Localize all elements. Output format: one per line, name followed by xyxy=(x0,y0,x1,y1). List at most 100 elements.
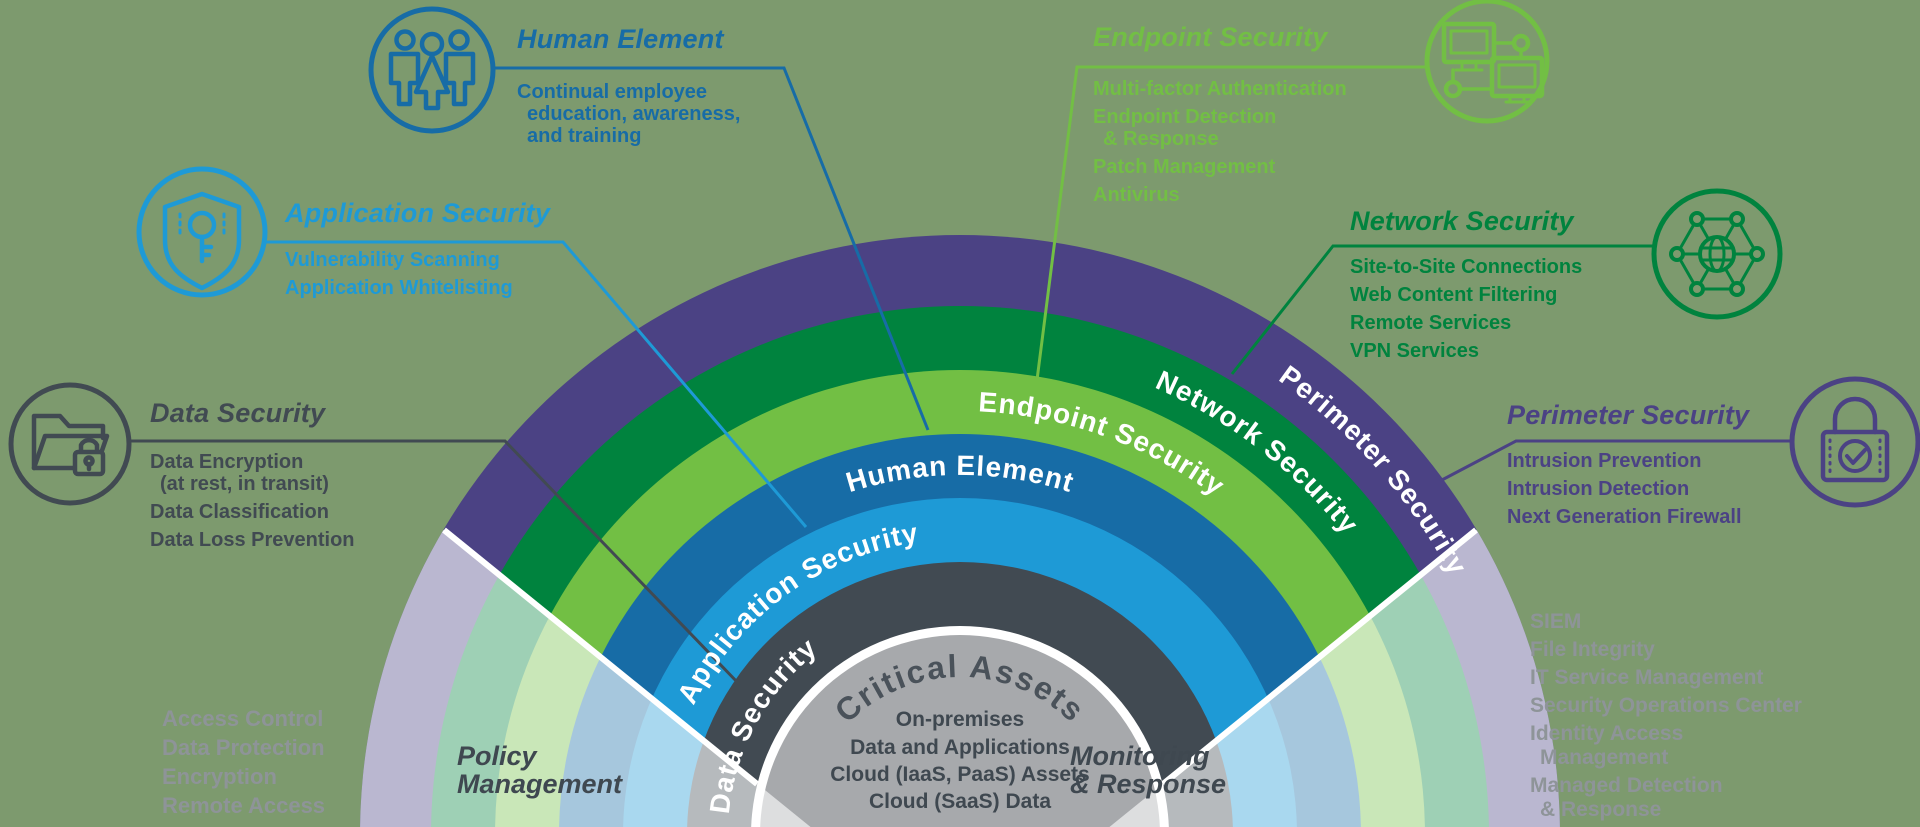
list-line: (at rest, in transit) xyxy=(160,473,329,495)
list-line: Data Encryption xyxy=(150,451,304,473)
ring-stack xyxy=(360,235,1560,827)
list-item: IT Service Management xyxy=(1530,666,1802,690)
wedge-right-overlay xyxy=(960,382,1560,827)
legend-title: Human Element xyxy=(517,24,724,54)
center-line-2: Data and Applications xyxy=(850,736,1070,759)
list-line: Patch Management xyxy=(1093,156,1276,178)
list-item: Patch Management xyxy=(1093,156,1347,178)
legend-title: Network Security xyxy=(1350,206,1574,236)
legend-network-security: Network Security Site-to-Site Connection… xyxy=(1350,206,1582,368)
shield-key-icon xyxy=(136,166,268,298)
center-line-3: Cloud (IaaS, PaaS) Assets xyxy=(830,763,1089,786)
list-item: File Integrity xyxy=(1530,638,1802,662)
list-line: Web Content Filtering xyxy=(1350,284,1558,306)
list-line: & Response xyxy=(1540,798,1662,821)
list-line: Multi-factor Authentication xyxy=(1093,78,1347,100)
list-item: Data Encryption(at rest, in transit) xyxy=(150,451,355,495)
wedge-overlays xyxy=(360,382,1560,827)
connectors xyxy=(130,65,1791,687)
label-line: & Response xyxy=(1070,769,1227,799)
list-line: Site-to-Site Connections xyxy=(1350,256,1583,278)
list-item: Data Protection xyxy=(162,737,325,759)
list-line: Vulnerability Scanning xyxy=(285,249,500,271)
list-line: Next Generation Firewall xyxy=(1507,506,1742,528)
connector-network xyxy=(1230,244,1654,375)
list-line: Encryption xyxy=(162,764,277,789)
list-line: Identity Access xyxy=(1530,722,1684,745)
legend-data-security: Data Security Data Encryption(at rest, i… xyxy=(150,398,355,557)
label-line: Management xyxy=(457,769,623,799)
list-line: File Integrity xyxy=(1530,638,1655,661)
center-disc xyxy=(760,635,1160,827)
list-line: Intrusion Detection xyxy=(1507,478,1690,500)
list-line: Managed Detection xyxy=(1530,774,1723,797)
list-item: Antivirus xyxy=(1093,184,1347,206)
center-line-1: On-premises xyxy=(896,708,1024,731)
list-line: Endpoint Detection xyxy=(1093,106,1277,128)
label-line: Policy xyxy=(457,741,537,771)
legend-items: Data Encryption(at rest, in transit)Data… xyxy=(150,451,355,551)
wedge-right-divider xyxy=(1161,527,1478,787)
connector-endpoint xyxy=(1035,65,1427,381)
list-item: VPN Services xyxy=(1350,340,1582,362)
icons xyxy=(8,0,1920,508)
list-item: Data Loss Prevention xyxy=(150,529,355,551)
people-group-icon xyxy=(368,6,496,134)
list-line: Data Loss Prevention xyxy=(150,529,355,551)
list-item: Access Control xyxy=(162,708,325,730)
list-item: Remote Services xyxy=(1350,312,1582,334)
list-line: Remote Access xyxy=(162,793,326,818)
list-line: Application Whitelisting xyxy=(285,277,513,299)
legend-application-security: Application Security Vulnerability Scann… xyxy=(285,198,550,305)
wedge-label-monitoring-response: Monitoring& Response xyxy=(1070,742,1226,798)
list-line: Continual employee xyxy=(517,81,708,103)
legend-title: Endpoint Security xyxy=(1093,22,1328,52)
list-item: Next Generation Firewall xyxy=(1507,506,1749,528)
list-line: & Response xyxy=(1103,128,1219,150)
list-item: Vulnerability Scanning xyxy=(285,249,550,271)
folder-lock-icon xyxy=(8,382,132,506)
networked-monitors-icon xyxy=(1424,0,1550,124)
list-line: and training xyxy=(527,125,642,147)
connector-application xyxy=(265,240,808,528)
connector-human xyxy=(494,66,930,431)
list-line: Intrusion Prevention xyxy=(1507,450,1702,472)
list-item: Encryption xyxy=(162,766,325,788)
legend-title: Perimeter Security xyxy=(1507,400,1750,430)
legend-title: Application Security xyxy=(285,198,551,228)
connector-perimeter xyxy=(1439,439,1791,483)
list-line: IT Service Management xyxy=(1530,666,1764,689)
connector-data xyxy=(130,439,742,687)
legend-title: Data Security xyxy=(150,398,326,428)
list-item: SIEM xyxy=(1530,610,1802,634)
list-item: Remote Access xyxy=(162,795,325,817)
list-item: Managed Detection& Response xyxy=(1530,774,1802,822)
wedge-left-overlay xyxy=(360,382,960,827)
list-item: Multi-factor Authentication xyxy=(1093,78,1347,100)
list-item: Web Content Filtering xyxy=(1350,284,1582,306)
list-item: Application Whitelisting xyxy=(285,277,550,299)
list-item: Site-to-Site Connections xyxy=(1350,256,1582,278)
list-item: Intrusion Prevention xyxy=(1507,450,1749,472)
label-line: Monitoring xyxy=(1070,741,1210,771)
globe-network-icon xyxy=(1651,188,1783,320)
list-line: Remote Services xyxy=(1350,312,1512,334)
list-line: VPN Services xyxy=(1350,340,1479,362)
list-item: Data Classification xyxy=(150,501,355,523)
list-line: Antivirus xyxy=(1093,184,1180,206)
legend-endpoint-security: Endpoint Security Multi-factor Authentic… xyxy=(1093,22,1347,212)
list-line: Access Control xyxy=(162,706,324,731)
center-line-4: Cloud (SaaS) Data xyxy=(869,790,1051,813)
